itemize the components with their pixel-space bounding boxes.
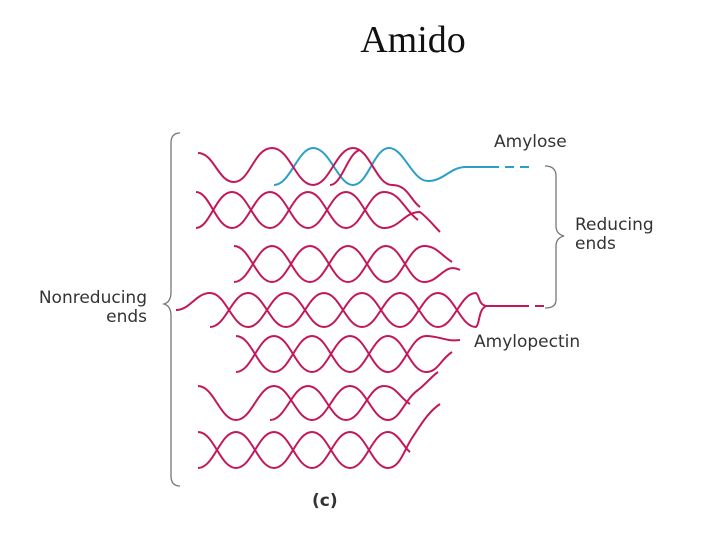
amylopectin-chains [176,148,545,468]
nonreducing-ends-line2: ends [30,308,147,327]
nonreducing-ends-line1: Nonreducing [30,289,147,308]
amylose-label: Amylose [494,133,567,152]
amylose-chain [274,148,530,185]
panel-label: (c) [312,492,338,511]
amylopectin-label: Amylopectin [474,333,580,352]
reducing-ends-label: Reducing ends [575,216,654,254]
reducing-bracket [545,166,564,308]
reducing-ends-line2: ends [575,235,654,254]
reducing-ends-line1: Reducing [575,216,654,235]
nonreducing-ends-label: Nonreducing ends [30,289,147,327]
